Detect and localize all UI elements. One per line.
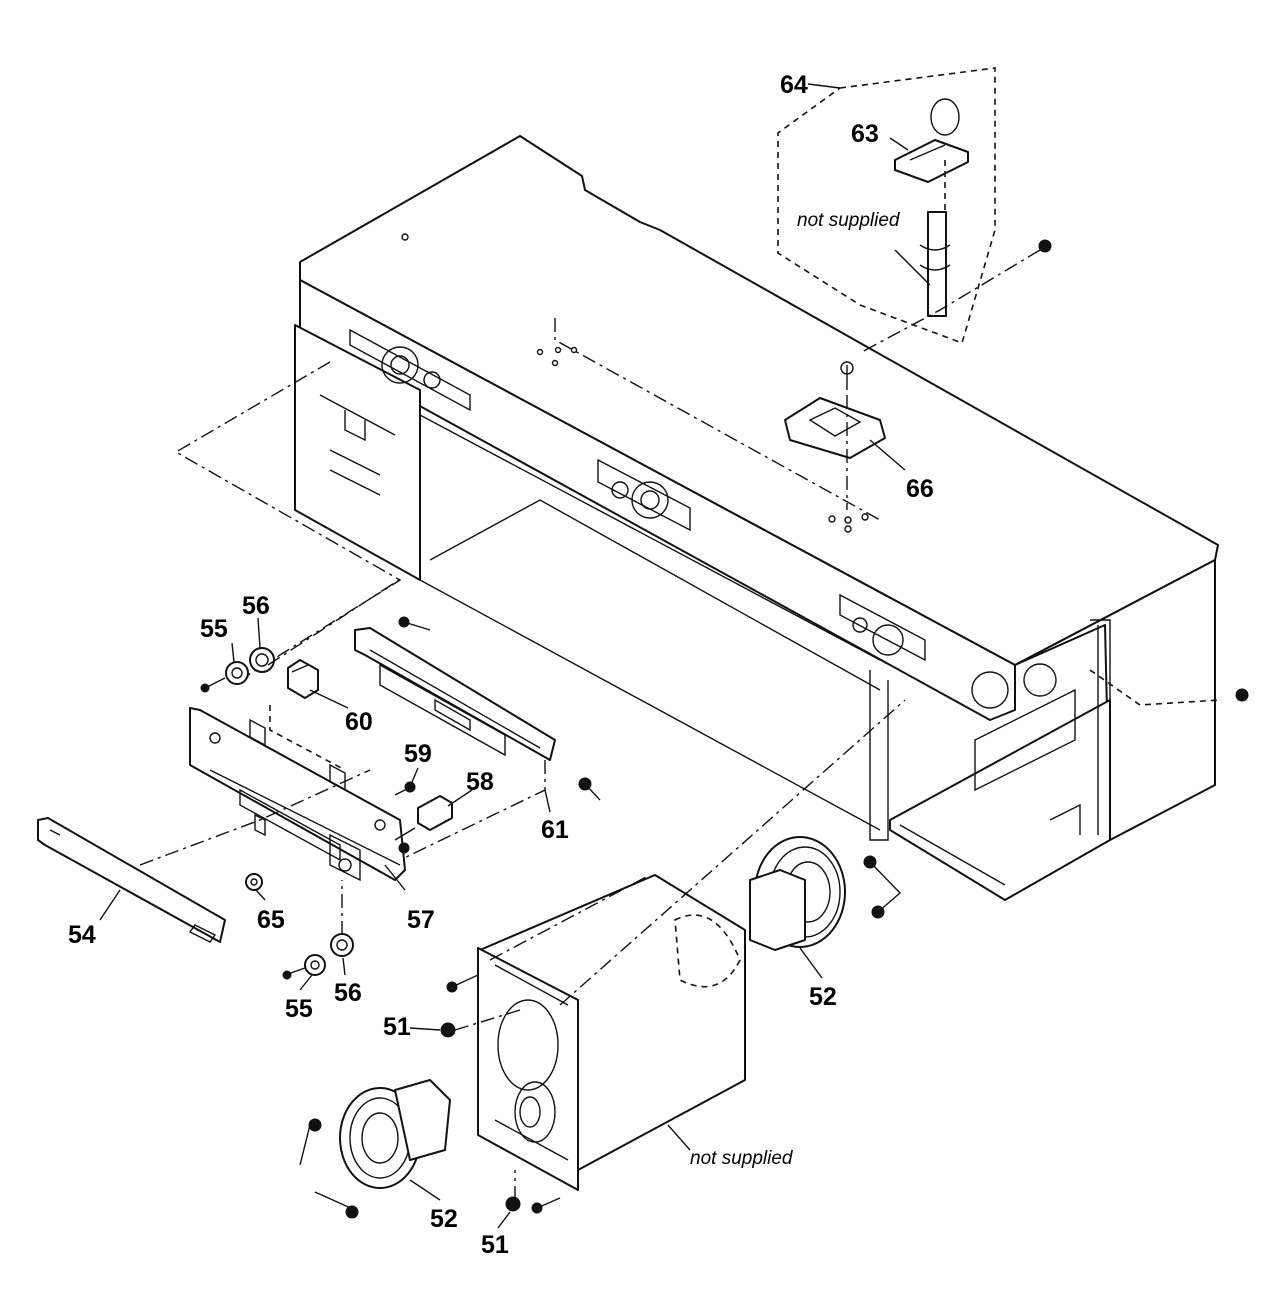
- part-51-screws: [440, 974, 561, 1214]
- part-60-switch: [269, 659, 346, 771]
- callout-57: 57: [407, 906, 435, 934]
- part-52-speaker-left: [299, 1079, 451, 1219]
- cabinet-outline-guides: [174, 318, 1249, 706]
- callout-56-lower: 56: [334, 979, 362, 1007]
- callout-52-left: 52: [430, 1205, 458, 1233]
- callout-61: 61: [541, 816, 569, 844]
- screw-top-right: [859, 239, 1052, 354]
- part-64-assembly: [777, 67, 996, 345]
- front-terminal-right: [839, 593, 1057, 709]
- callout-54: 54: [68, 921, 96, 949]
- callout-52-right: 52: [809, 983, 837, 1011]
- callout-55-lower: 55: [285, 995, 313, 1023]
- callout-66: 66: [906, 475, 934, 503]
- callout-60: 60: [345, 708, 373, 736]
- callout-56-upper: 56: [242, 592, 270, 620]
- callout-64: 64: [780, 71, 808, 99]
- part-58-connector: [394, 795, 453, 854]
- part-63-clip: [894, 98, 969, 183]
- leader-lines: [99, 137, 931, 1229]
- part-55-56-lower: [282, 880, 354, 980]
- callout-65: 65: [257, 906, 285, 934]
- front-terminal-middle: [597, 458, 691, 532]
- note-not-supplied-top: not supplied: [797, 210, 901, 231]
- part-66-foot-bracket: [784, 361, 886, 510]
- callout-55-upper: 55: [200, 615, 228, 643]
- main-cabinet: [294, 135, 1219, 901]
- part-61-pcb: [354, 616, 601, 861]
- top-holes: [401, 233, 869, 533]
- part-55-56-upper: [200, 577, 403, 693]
- callout-labels: 64 63 not supplied 66 55 56 60 59 58 61 …: [68, 71, 934, 1259]
- part-65-screw: [245, 873, 263, 891]
- note-not-supplied-bottom: not supplied: [690, 1148, 794, 1169]
- part-52-speaker-right: [749, 836, 902, 951]
- callout-63: 63: [851, 120, 879, 148]
- part-59-screw: [394, 781, 416, 796]
- part-57-bracket: [189, 707, 406, 882]
- callout-51-lower: 51: [481, 1231, 509, 1259]
- part-54-panel: [37, 769, 371, 943]
- callout-58: 58: [466, 768, 494, 796]
- speaker-enclosure: [477, 699, 906, 1191]
- callout-59: 59: [404, 740, 432, 768]
- callout-51-upper: 51: [383, 1013, 411, 1041]
- front-terminal-left: [349, 328, 471, 412]
